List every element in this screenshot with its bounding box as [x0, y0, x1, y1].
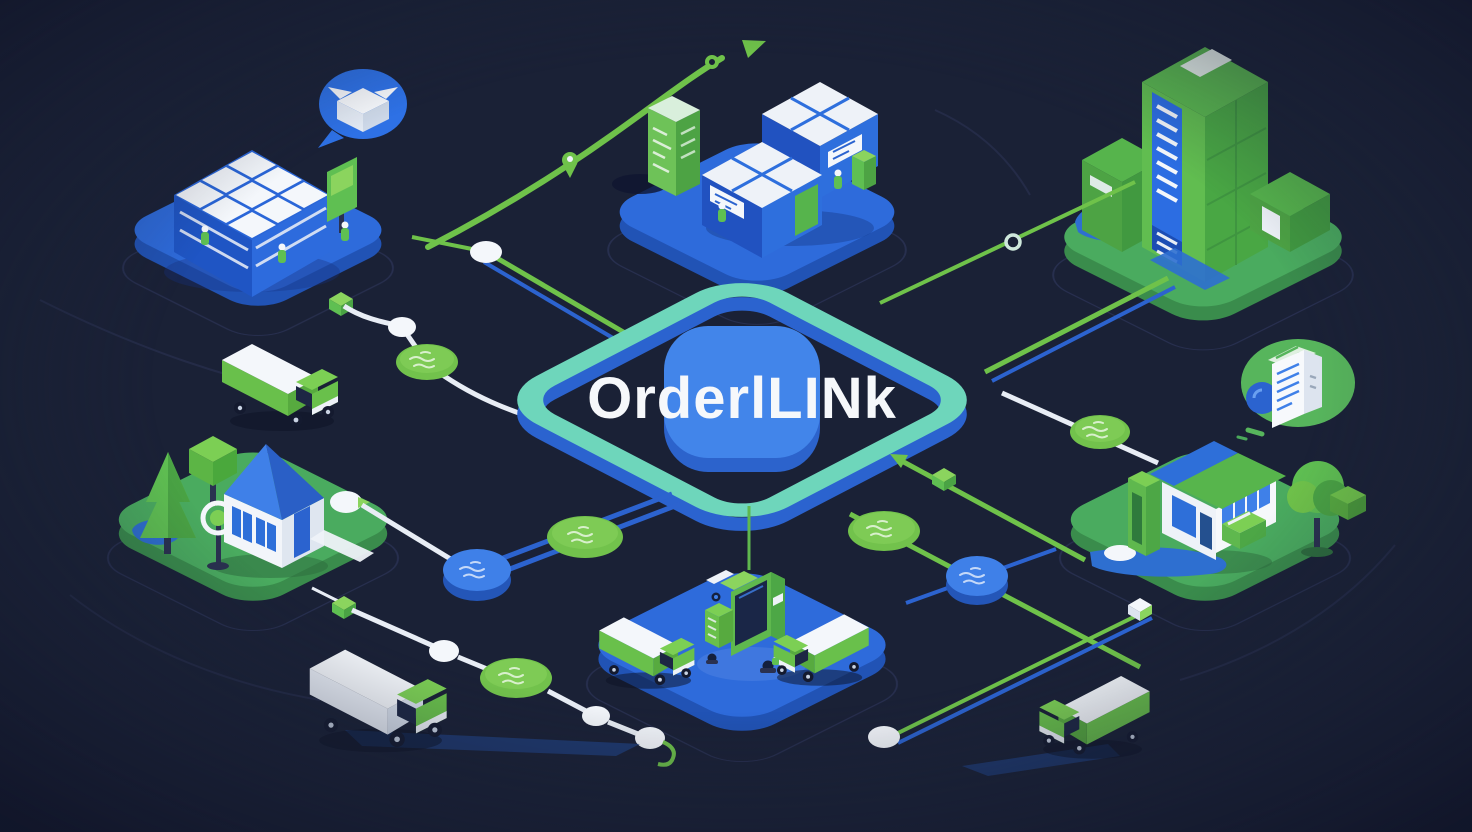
- vignette-overlay: [0, 0, 1472, 832]
- scene-canvas: OrderlLINk: [0, 0, 1472, 832]
- isometric-logistics-illustration: OrderlLINk: [0, 0, 1472, 832]
